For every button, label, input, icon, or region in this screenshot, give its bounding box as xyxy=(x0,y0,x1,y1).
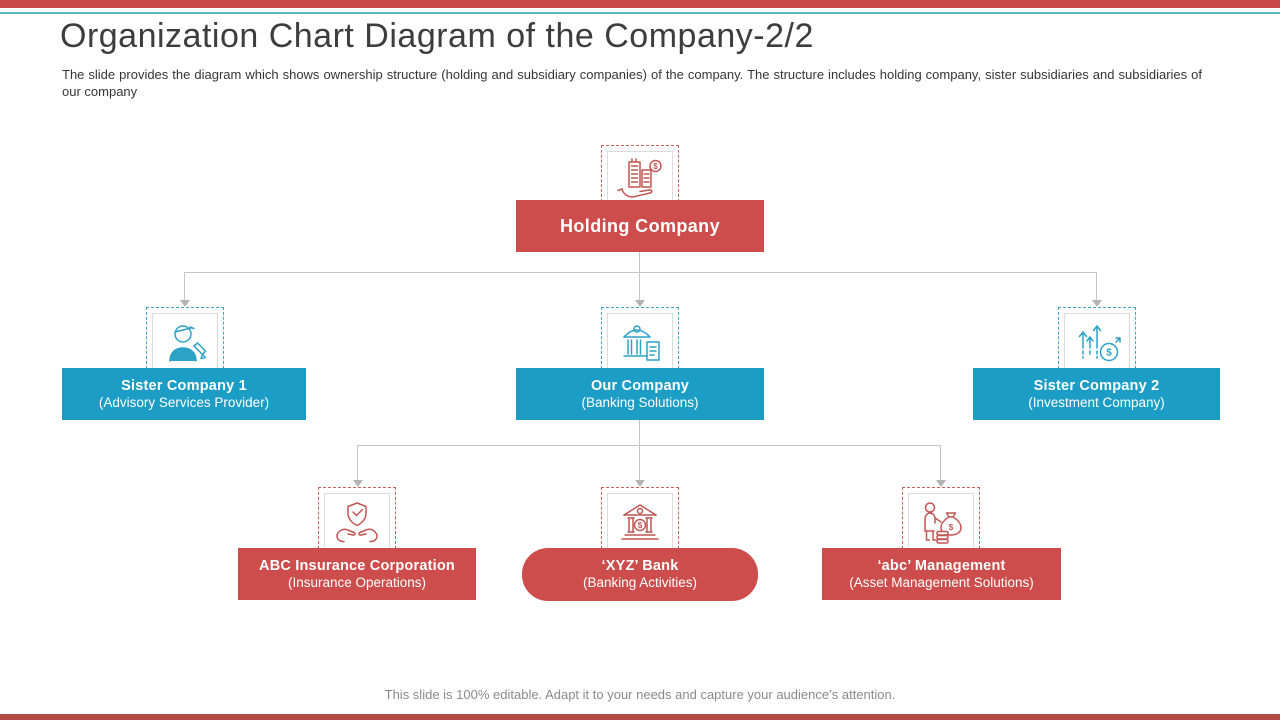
svg-text:$: $ xyxy=(638,521,643,530)
connector-root-stem xyxy=(639,252,640,272)
connector-drop-management xyxy=(940,445,941,480)
org-node-sublabel: (Insurance Operations) xyxy=(287,574,427,590)
org-node-label: Sister Company 1 xyxy=(121,377,247,394)
teal-divider-line xyxy=(0,12,1280,14)
bottom-accent-bar xyxy=(0,714,1280,720)
top-accent-bar xyxy=(0,0,1280,8)
arrowhead-sister2 xyxy=(1092,300,1102,307)
connector-level2-horizontal xyxy=(184,272,1097,273)
org-node-label: Holding Company xyxy=(560,215,720,236)
org-node-sister-company-1[interactable]: Sister Company 1 (Advisory Services Prov… xyxy=(62,368,306,420)
org-node-xyz-bank[interactable]: ‘XYZ’ Bank (Banking Activities) xyxy=(522,548,758,601)
org-node-label: Sister Company 2 xyxy=(1033,377,1160,394)
connector-level3-horizontal xyxy=(357,445,941,446)
org-node-sublabel: (Advisory Services Provider) xyxy=(98,394,270,410)
svg-text:$: $ xyxy=(1106,348,1112,359)
connector-drop-insurance xyxy=(357,445,358,480)
arrowhead-management xyxy=(936,480,946,487)
connector-drop-sister2 xyxy=(1096,272,1097,300)
connector-drop-bank xyxy=(639,445,640,480)
org-node-sublabel: (Investment Company) xyxy=(1028,394,1165,410)
org-node-holding-company[interactable]: Holding Company xyxy=(516,200,764,252)
arrowhead-sister1 xyxy=(180,300,190,307)
org-node-label: ‘abc’ Management xyxy=(877,557,1006,574)
page-title: Organization Chart Diagram of the Compan… xyxy=(60,17,814,55)
connector-our-company-stem xyxy=(639,420,640,445)
org-node-sublabel: (Banking Activities) xyxy=(582,575,698,590)
org-node-abc-insurance[interactable]: ABC Insurance Corporation (Insurance Ope… xyxy=(238,548,476,600)
arrowhead-insurance xyxy=(353,480,363,487)
org-node-label: ABC Insurance Corporation xyxy=(259,557,455,574)
connector-drop-sister1 xyxy=(184,272,185,300)
arrowhead-our-company xyxy=(635,300,645,307)
arrowhead-bank xyxy=(635,480,645,487)
page-subtitle: The slide provides the diagram which sho… xyxy=(62,67,1202,99)
org-node-sublabel: (Banking Solutions) xyxy=(581,394,699,410)
org-node-our-company[interactable]: Our Company (Banking Solutions) xyxy=(516,368,764,420)
org-node-sublabel: (Asset Management Solutions) xyxy=(849,574,1034,590)
svg-text:$: $ xyxy=(653,162,658,171)
org-node-sister-company-2[interactable]: Sister Company 2 (Investment Company) xyxy=(973,368,1220,420)
org-node-label: ‘XYZ’ Bank xyxy=(601,558,679,574)
svg-text:$: $ xyxy=(949,523,954,532)
org-node-abc-management[interactable]: ‘abc’ Management (Asset Management Solut… xyxy=(822,548,1061,600)
footer-note: This slide is 100% editable. Adapt it to… xyxy=(384,687,896,702)
org-node-label: Our Company xyxy=(590,377,690,394)
connector-drop-our-company xyxy=(639,272,640,300)
